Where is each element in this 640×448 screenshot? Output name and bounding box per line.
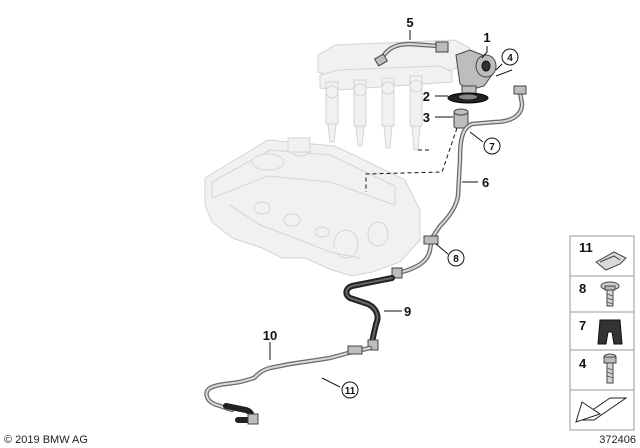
callout-label: 7	[489, 142, 495, 153]
callout-label: 1	[483, 30, 490, 45]
callout-label: 9	[404, 304, 411, 319]
callout-5: 5	[406, 15, 413, 30]
callout-label: 2	[423, 89, 430, 104]
high-pressure-pump	[455, 49, 497, 97]
legend-item-label: 8	[579, 281, 586, 296]
parts-legend: 11 8 7 4	[569, 235, 635, 431]
callout-3: 3	[423, 110, 430, 125]
copyright-text: © 2019 BMW AG	[4, 434, 88, 446]
legend-item-grommet: 7	[579, 318, 623, 345]
legend-item-label: 4	[579, 356, 587, 371]
fuel-line-6	[429, 85, 527, 241]
leader-lines	[269, 30, 513, 388]
callout-10: 10	[263, 328, 277, 343]
callout-label: 5	[406, 15, 413, 30]
injector-rail-ghost	[317, 39, 471, 151]
screw-icon	[603, 353, 617, 384]
arrow-icon	[575, 397, 628, 423]
callout-label: 4	[507, 53, 513, 64]
cylinder-head-cover-ghost	[204, 137, 421, 277]
tappet	[453, 108, 469, 129]
callout-label: 3	[423, 110, 430, 125]
callout-9: 9	[404, 304, 411, 319]
callout-2: 2	[423, 89, 430, 104]
callout-7: 7	[483, 137, 501, 155]
legend-item-bolt: 8	[579, 281, 620, 307]
diagram-number: 372406	[599, 434, 636, 446]
callout-label: 6	[482, 175, 489, 190]
grommet-icon	[597, 319, 623, 345]
legend-item-clip: 11	[579, 240, 627, 271]
callout-8: 8	[447, 249, 465, 267]
legend-item-label: 11	[579, 240, 593, 255]
legend-item-label: 7	[579, 318, 586, 333]
callout-6: 6	[482, 175, 489, 190]
callout-label: 8	[453, 254, 459, 265]
legend-item-screw: 4	[579, 353, 617, 384]
bolt-icon	[600, 281, 620, 307]
callout-label: 10	[263, 328, 277, 343]
fuel-line-lower	[391, 235, 439, 279]
callout-label: 11	[345, 386, 356, 397]
callout-11: 11	[341, 381, 359, 399]
callout-4: 4	[501, 48, 519, 66]
fuel-hose-9	[343, 275, 395, 351]
clip-icon	[595, 251, 627, 271]
fuel-line-5	[373, 41, 449, 67]
fuel-line-10	[204, 345, 373, 425]
assembly-dash-line	[365, 127, 458, 192]
gasket-ring	[447, 92, 489, 104]
callout-1: 1	[483, 30, 490, 45]
